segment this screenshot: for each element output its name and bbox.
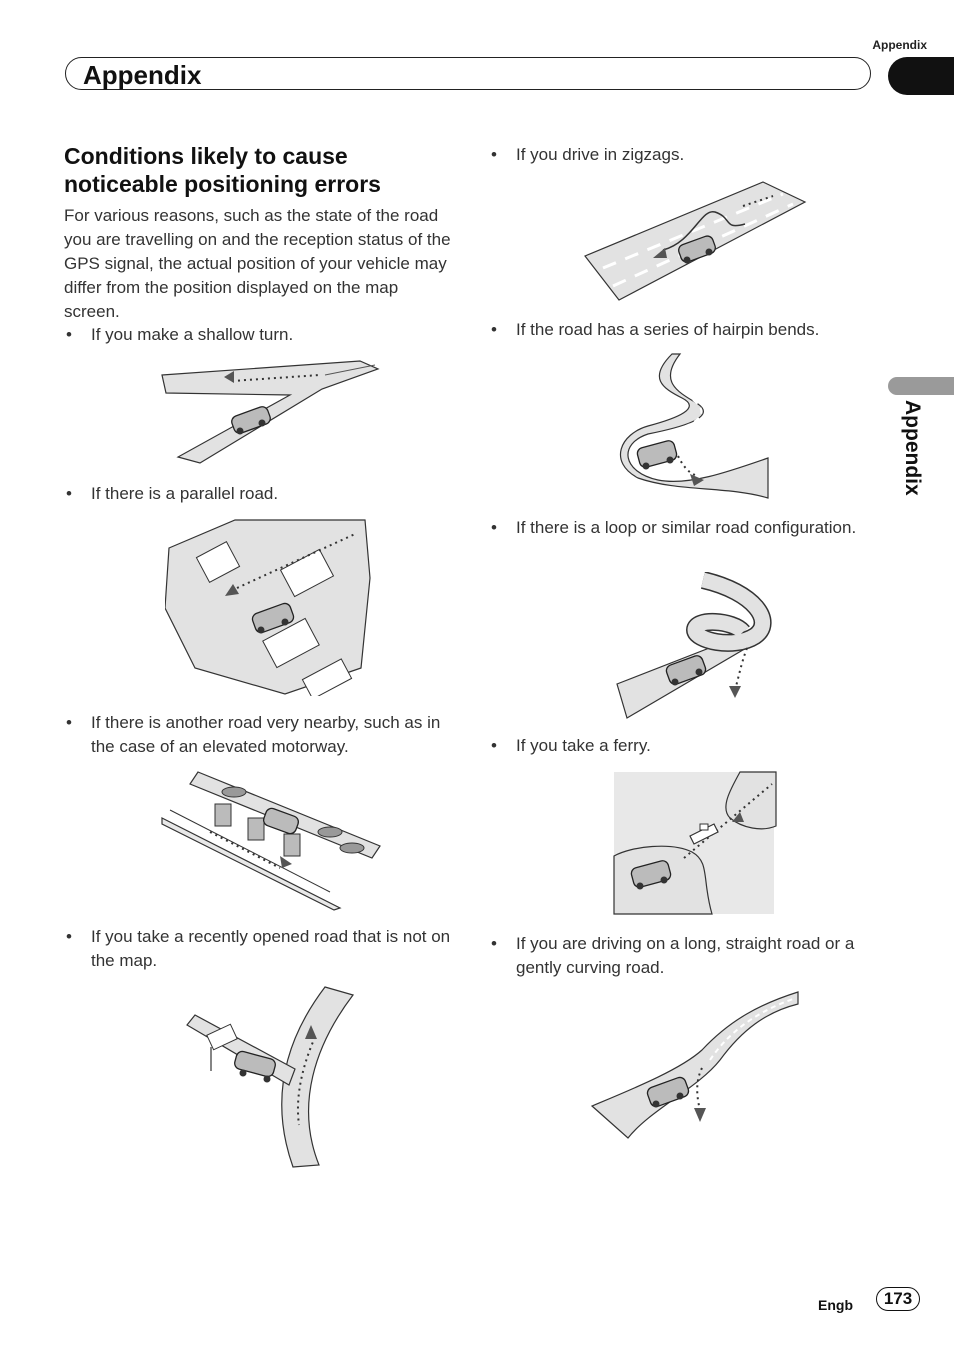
hairpin-illustration — [619, 353, 769, 499]
bullet-text: If the road has a series of hairpin bend… — [516, 320, 820, 339]
intro-paragraph: For various reasons, such as the state o… — [64, 206, 451, 321]
bullet-text: If you make a shallow turn. — [91, 325, 294, 344]
new-road-illustration — [186, 986, 355, 1168]
chapter-tab-block — [888, 57, 954, 95]
car-icon — [636, 440, 678, 470]
side-tab-label: Appendix — [901, 400, 924, 496]
car-icon — [231, 406, 271, 435]
bullet-symbol: • — [66, 713, 72, 732]
shallow-turn-illustration — [161, 360, 380, 464]
bullet-text: If you drive in zigzags. — [516, 145, 685, 164]
elevated-motorway-illustration — [161, 771, 381, 911]
ferry-boat-icon — [689, 823, 719, 845]
bullet-text: If you are driving on a long, straight r… — [516, 934, 855, 977]
bullet-text: If you take a ferry. — [516, 736, 651, 755]
bullet-text: If you take a recently opened road that … — [91, 927, 451, 970]
bullet-text: If there is another road very nearby, su… — [91, 713, 441, 756]
parallel-road-illustration — [165, 519, 371, 696]
banner-title: Appendix — [83, 60, 202, 90]
car-icon — [678, 235, 716, 264]
car-icon — [630, 860, 672, 890]
bullet-symbol: • — [491, 145, 497, 164]
bullet-symbol: • — [66, 325, 72, 344]
bullet-symbol: • — [66, 484, 72, 503]
car-icon — [665, 655, 707, 686]
page-number: 173 — [876, 1287, 920, 1311]
footer-language: Engb — [818, 1297, 853, 1313]
bullet-text: If there is a parallel road. — [91, 484, 279, 503]
bullet-symbol: • — [491, 934, 497, 953]
bullet-symbol: • — [491, 320, 497, 339]
section-banner — [65, 57, 871, 90]
straight-road-illustration — [590, 991, 799, 1139]
ferry-illustration — [613, 771, 777, 915]
loop-illustration — [616, 572, 772, 719]
bullet-symbol: • — [491, 518, 497, 537]
zigzag-illustration — [584, 181, 807, 301]
car-icon — [251, 602, 295, 634]
bullet-symbol: • — [66, 927, 72, 946]
car-icon — [646, 1076, 690, 1108]
car-icon — [234, 1050, 276, 1083]
bullet-symbol: • — [491, 736, 497, 755]
running-head: Appendix — [872, 38, 927, 52]
side-tab-marker — [888, 377, 954, 395]
section-title: Conditions likely to cause noticeable po… — [64, 143, 381, 197]
car-icon — [262, 807, 300, 835]
bullet-text: If there is a loop or similar road confi… — [516, 518, 857, 537]
